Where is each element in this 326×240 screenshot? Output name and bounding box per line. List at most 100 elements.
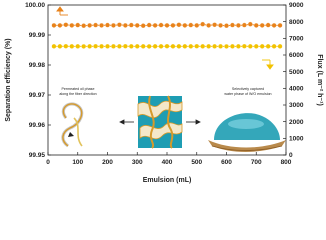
data-point [200,21,206,27]
data-point [212,43,218,49]
y-left-tick-label: 99.98 [29,62,46,69]
data-point [188,22,194,28]
data-point [170,43,176,49]
water-capture-illustration [208,113,286,152]
x-tick-label: 0 [46,159,50,166]
x-tick-label: 500 [191,159,202,166]
data-point [99,22,104,28]
x-tick-label: 200 [102,159,113,166]
data-point [93,43,99,49]
y-right-tick-label: 5000 [289,69,304,76]
inset-arrows [119,119,201,125]
right-annotation-line2: water phase of W/O emulsion [224,92,271,96]
data-point [146,22,152,28]
data-point [259,43,265,49]
data-point [277,22,283,28]
data-point [140,43,146,49]
data-point [57,43,63,49]
data-point [277,43,283,49]
x-tick-label: 700 [251,159,262,166]
data-point [122,43,128,49]
series-layer [51,21,283,49]
data-point [75,22,81,28]
data-point [170,22,176,28]
data-point [194,43,200,49]
data-point [69,43,75,49]
porous-network-illustration [137,95,183,149]
data-point [176,43,182,49]
data-point [259,22,265,28]
y-right-tick-label: 0 [289,152,293,159]
data-point [105,43,110,49]
data-point [63,22,69,28]
data-point [51,22,57,28]
y-axis-right-title: Flux (L m⁻² h⁻¹) [316,54,323,106]
x-tick-label: 600 [221,159,232,166]
data-point [63,43,69,49]
data-point [87,43,93,49]
y-right-tick-label: 4000 [289,86,304,93]
data-point [116,43,122,49]
data-point [182,22,188,28]
data-point [212,22,218,28]
data-point [224,43,229,49]
data-point [176,22,182,28]
data-point [206,22,212,28]
left-annotation-line2: along the fiber direction [59,92,96,96]
data-point [134,43,140,49]
data-point [194,22,200,28]
data-point [164,22,170,28]
data-point [235,43,241,49]
data-point [110,43,116,49]
data-point [235,22,241,28]
data-point [75,43,81,49]
left-annotation-line1: Permeated oil phase [62,87,95,91]
data-point [158,22,164,28]
data-point [87,22,93,28]
y-right-tick-label: 9000 [289,2,304,9]
y-left-tick-label: 100.00 [25,2,45,9]
data-point [271,43,277,49]
y-right-tick-label: 3000 [289,102,304,109]
data-point [134,22,140,28]
y-left-tick-label: 99.95 [29,152,46,159]
data-point [241,22,247,28]
y-axis-left-title: Separation efficiency (%) [5,38,12,121]
right-annotation-line1: Selectively captured [232,87,264,91]
data-point [265,22,271,28]
data-point [164,43,170,49]
data-point [152,22,158,28]
data-point [122,22,128,28]
data-point [51,43,57,49]
fiber-oil-illustration [61,102,84,148]
data-point [247,21,253,27]
data-point [140,23,146,29]
data-point [271,22,277,28]
x-axis-title: Emulsion (mL) [143,177,192,184]
data-point [105,22,110,28]
data-point [265,43,271,49]
y-left-tick-label: 99.96 [29,122,46,129]
data-point [81,43,87,49]
data-point [128,43,134,49]
efficiency-axis-arrow [56,6,68,16]
x-tick-label: 100 [72,159,83,166]
data-point [247,43,253,49]
data-point [218,43,223,49]
data-point [206,43,212,49]
y-right-tick-label: 7000 [289,36,304,43]
data-point [116,22,122,28]
y-left-tick-label: 99.99 [29,32,46,39]
x-tick-label: 300 [132,159,143,166]
data-point [253,22,259,28]
data-point [188,43,194,49]
data-point [93,22,99,28]
data-point [182,43,188,49]
y-right-tick-label: 6000 [289,52,304,59]
x-tick-label: 800 [281,159,292,166]
data-point [200,43,206,49]
data-point [224,23,229,29]
data-point [229,43,235,49]
